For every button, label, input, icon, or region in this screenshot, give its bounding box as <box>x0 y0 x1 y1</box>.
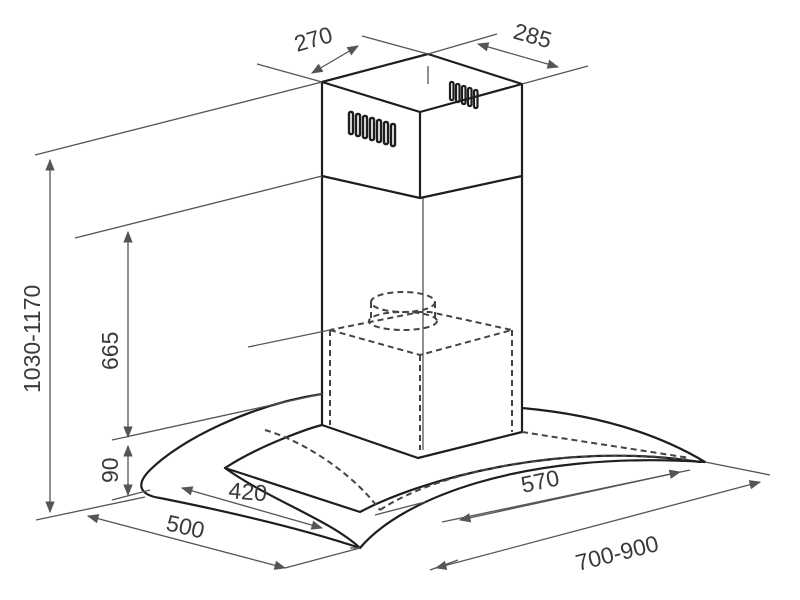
vent-slots-left <box>347 110 397 148</box>
glass-canopy <box>140 392 707 550</box>
dim-270-line <box>310 45 360 74</box>
canopy-outline <box>140 392 707 550</box>
dim-700-900-label: 700-900 <box>573 530 661 576</box>
chimney-bottom <box>320 423 524 460</box>
dim-420-line <box>180 486 324 530</box>
dimension-lines <box>45 42 762 570</box>
dim-700-900-line <box>434 480 762 570</box>
dim-570-label: 570 <box>519 464 562 497</box>
dim-500-line <box>86 514 287 570</box>
dim-total-height-label: 1030-1170 <box>19 285 45 393</box>
motor-housing-hidden <box>329 291 513 450</box>
chimney-joint <box>320 174 524 200</box>
dim-90-label: 90 <box>97 457 123 483</box>
dim-285-label: 285 <box>511 18 555 54</box>
dimension-labels: 270 285 1030-1170 665 90 420 500 570 700… <box>19 18 661 576</box>
vent-slots-right <box>448 80 479 110</box>
hood-base-hidden <box>264 429 691 511</box>
extension-lines <box>34 33 771 571</box>
dim-270-label: 270 <box>291 21 335 57</box>
dim-420-label: 420 <box>228 477 268 506</box>
chimney-top-face <box>320 52 524 114</box>
dim-285-line <box>476 42 560 69</box>
chimney <box>320 52 524 460</box>
dim-665-label: 665 <box>97 332 123 370</box>
